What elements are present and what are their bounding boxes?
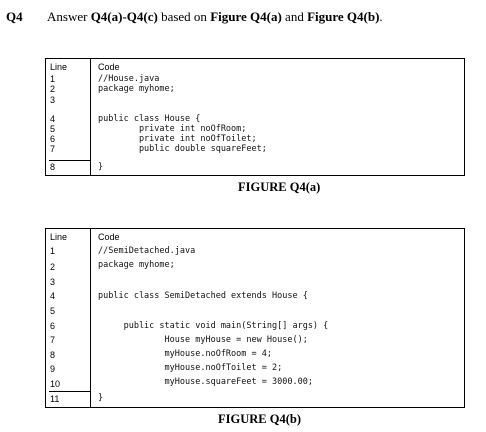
question-text-middle: based on [157, 9, 211, 24]
line-number-column [46, 59, 91, 175]
code-line: public class House { [98, 114, 201, 124]
line-number: 1 [50, 246, 56, 256]
code-line: package myhome; [98, 260, 175, 270]
question-text: Answer Q4(a)-Q4(c) based on Figure Q4(a)… [47, 9, 383, 25]
line-number: 11 [50, 394, 60, 404]
code-line: public class SemiDetached extends House … [98, 291, 308, 301]
line-number: 2 [50, 84, 56, 94]
line-number-column [46, 229, 91, 407]
line-number: 8 [50, 162, 56, 172]
code-line: public double squareFeet; [98, 144, 267, 154]
last-line-divider [49, 160, 91, 173]
line-number: 1 [50, 74, 56, 84]
line-number: 3 [50, 95, 56, 105]
figure-b-caption: FIGURE Q4(b) [218, 412, 301, 426]
line-number: 10 [50, 379, 61, 389]
code-line: } [98, 393, 104, 403]
code-line: //SemiDetached.java [98, 246, 196, 256]
question-text-prefix: Answer [47, 9, 91, 24]
figure-a-ref: Figure Q4(a) [210, 9, 282, 24]
question-text-and: and [281, 9, 308, 24]
line-number: 3 [50, 277, 56, 287]
line-number: 2 [50, 262, 56, 272]
line-number: 5 [50, 306, 56, 316]
code-listing-b: Line Code 1 2 3 4 5 6 7 8 9 10 11 //Semi… [45, 228, 465, 408]
line-number: 7 [50, 144, 56, 154]
last-line-divider [49, 391, 91, 404]
figure-a-caption: FIGURE Q4(a) [238, 180, 321, 194]
line-number: 8 [50, 350, 56, 360]
line-number: 6 [50, 321, 56, 331]
question-range: Q4(a)-Q4(c) [90, 9, 158, 24]
line-number: 5 [50, 124, 56, 134]
line-number: 4 [50, 114, 56, 124]
code-line: private int noOfToilet; [98, 134, 257, 144]
code-header: Code [98, 62, 120, 72]
code-listing-a: Line Code 1 2 3 4 5 6 7 8 //House.java p… [45, 58, 465, 176]
line-header: Line [50, 232, 68, 242]
code-line: private int noOfRoom; [98, 124, 247, 134]
code-line: } [98, 162, 104, 172]
code-header: Code [98, 232, 120, 242]
code-line: myHouse.noOfToilet = 2; [98, 363, 283, 373]
line-number: 9 [50, 364, 56, 374]
line-number: 7 [50, 335, 56, 345]
question-number: Q4 [6, 9, 23, 24]
code-line: myHouse.squareFeet = 3000.00; [98, 377, 313, 387]
line-header: Line [50, 62, 68, 72]
figure-b-ref: Figure Q4(b) [307, 9, 380, 24]
code-line: House myHouse = new House(); [98, 335, 308, 345]
question-text-end: . [379, 9, 383, 24]
code-line: //House.java [98, 74, 160, 84]
line-number: 6 [50, 134, 56, 144]
code-line: myHouse.noOfRoom = 4; [98, 349, 272, 359]
line-number: 4 [50, 291, 56, 301]
code-line: package myhome; [98, 84, 175, 94]
code-line: public static void main(String[] args) { [98, 321, 329, 331]
